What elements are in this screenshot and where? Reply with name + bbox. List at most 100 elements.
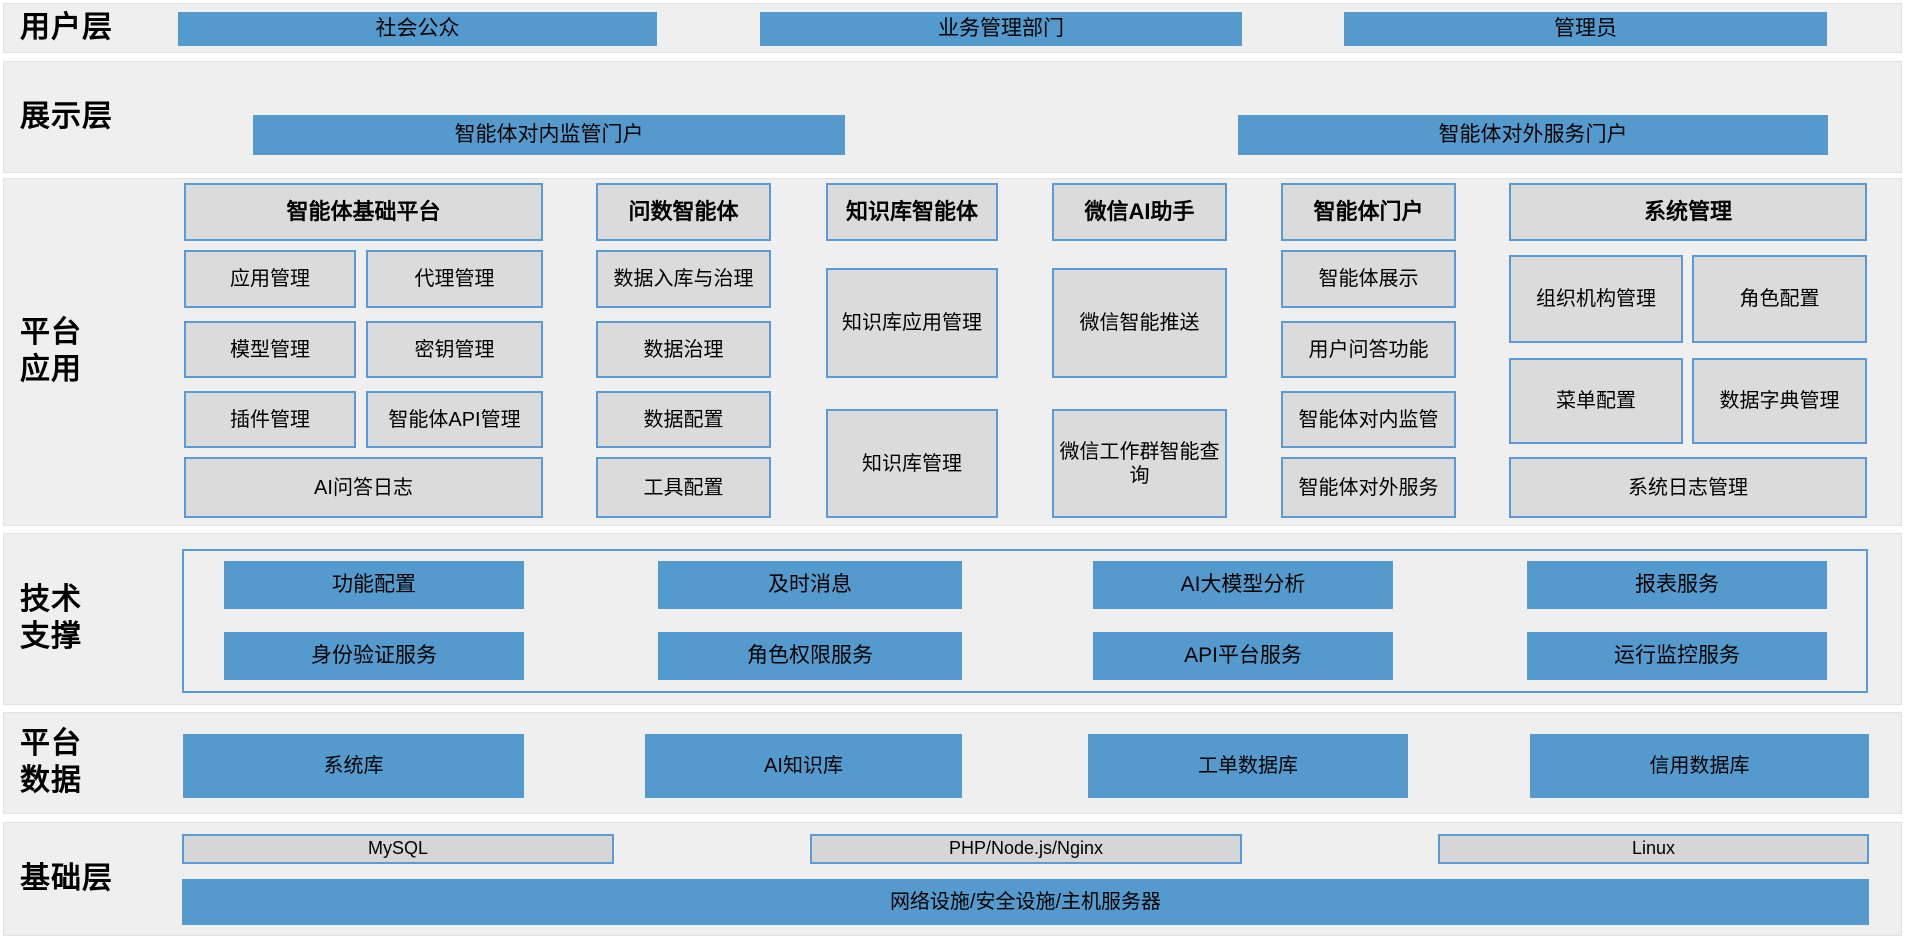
box-api-platform-service: API平台服务 bbox=[1093, 632, 1393, 680]
layer-label-user: 用户层 bbox=[20, 4, 113, 52]
cell-model-mgmt: 模型管理 bbox=[184, 321, 356, 378]
cell-agent-api-mgmt: 智能体API管理 bbox=[366, 391, 543, 448]
header-knowledge-agent: 知识库智能体 bbox=[826, 183, 998, 241]
cell-agent-external-service: 智能体对外服务 bbox=[1281, 457, 1456, 518]
box-function-config-label: 功能配置 bbox=[332, 572, 416, 596]
band-tech-layer: 技术 支撑 功能配置 及时消息 AI大模型分析 报表服务 身份验证服务 角色权限… bbox=[3, 533, 1902, 705]
cell-agent-display: 智能体展示 bbox=[1281, 250, 1456, 308]
cell-system-log-mgmt: 系统日志管理 bbox=[1509, 457, 1867, 518]
cell-tool-config: 工具配置 bbox=[596, 457, 771, 518]
box-identity-verify-service: 身份验证服务 bbox=[224, 632, 524, 680]
box-internal-portal: 智能体对内监管门户 bbox=[253, 115, 845, 155]
box-monitor-service-label: 运行监控服务 bbox=[1614, 643, 1740, 667]
header-agent-portal: 智能体门户 bbox=[1281, 183, 1456, 241]
box-role-permission-service: 角色权限服务 bbox=[658, 632, 962, 680]
cell-kb-mgmt: 知识库管理 bbox=[826, 409, 998, 518]
tech-services-container bbox=[182, 549, 1868, 693]
box-ai-knowledge-db-label: AI知识库 bbox=[764, 754, 843, 777]
cell-data-dict-mgmt: 数据字典管理 bbox=[1692, 358, 1867, 444]
cell-data-config-label: 数据配置 bbox=[643, 408, 724, 431]
box-mysql-label: MySQL bbox=[367, 838, 428, 859]
box-business-dept-label: 业务管理部门 bbox=[938, 16, 1064, 40]
box-public-users-label: 社会公众 bbox=[375, 16, 460, 40]
box-credit-db-label: 信用数据库 bbox=[1649, 754, 1750, 777]
layer-label-data: 平台 数据 bbox=[20, 713, 82, 813]
cell-agent-api-mgmt-label: 智能体API管理 bbox=[388, 408, 521, 431]
box-admin: 管理员 bbox=[1344, 12, 1827, 46]
box-php-node-nginx-label: PHP/Node.js/Nginx bbox=[948, 838, 1104, 859]
cell-menu-config-label: 菜单配置 bbox=[1556, 390, 1636, 412]
cell-plugin-mgmt: 插件管理 bbox=[184, 391, 356, 448]
box-monitor-service: 运行监控服务 bbox=[1527, 632, 1827, 680]
cell-ai-qa-log-label: AI问答日志 bbox=[314, 476, 413, 499]
layer-label-tech-line1: 技术 bbox=[20, 583, 82, 617]
box-php-node-nginx: PHP/Node.js/Nginx bbox=[810, 834, 1242, 864]
cell-data-governance: 数据治理 bbox=[596, 321, 771, 378]
box-report-service: 报表服务 bbox=[1527, 561, 1827, 609]
layer-label-app-line1: 平台 bbox=[20, 316, 82, 350]
cell-app-mgmt: 应用管理 bbox=[184, 250, 356, 308]
cell-user-qa: 用户问答功能 bbox=[1281, 321, 1456, 378]
box-ticket-db: 工单数据库 bbox=[1088, 734, 1408, 798]
box-external-portal-label: 智能体对外服务门户 bbox=[1438, 122, 1628, 146]
box-function-config: 功能配置 bbox=[224, 561, 524, 609]
box-credit-db: 信用数据库 bbox=[1530, 734, 1869, 798]
cell-role-config-label: 角色配置 bbox=[1739, 288, 1820, 310]
layer-label-display: 展示层 bbox=[20, 62, 113, 172]
cell-data-ingest-governance: 数据入库与治理 bbox=[596, 250, 771, 308]
layer-label-infra: 基础层 bbox=[20, 823, 113, 935]
box-internal-portal-label: 智能体对内监管门户 bbox=[454, 122, 644, 146]
box-ai-llm-analysis: AI大模型分析 bbox=[1093, 561, 1393, 609]
cell-wechat-group-query-label: 微信工作群智能查询 bbox=[1059, 440, 1220, 487]
box-external-portal: 智能体对外服务门户 bbox=[1238, 115, 1828, 155]
box-identity-verify-service-label: 身份验证服务 bbox=[311, 643, 437, 667]
cell-kb-app-mgmt: 知识库应用管理 bbox=[826, 268, 998, 378]
box-linux-label: Linux bbox=[1631, 838, 1676, 859]
cell-org-mgmt: 组织机构管理 bbox=[1509, 255, 1683, 343]
cell-system-log-mgmt-label: 系统日志管理 bbox=[1628, 476, 1748, 499]
band-data-layer: 平台 数据 系统库 AI知识库 工单数据库 信用数据库 bbox=[3, 712, 1902, 814]
box-instant-message: 及时消息 bbox=[658, 561, 962, 609]
box-system-db: 系统库 bbox=[183, 734, 524, 798]
cell-plugin-mgmt-label: 插件管理 bbox=[230, 408, 310, 431]
box-admin-label: 管理员 bbox=[1554, 16, 1617, 40]
layer-label-tech: 技术 支撑 bbox=[20, 534, 82, 704]
box-report-service-label: 报表服务 bbox=[1635, 572, 1719, 596]
band-infra-layer: 基础层 MySQL PHP/Node.js/Nginx Linux 网络设施/安… bbox=[3, 822, 1902, 936]
box-ai-knowledge-db: AI知识库 bbox=[645, 734, 962, 798]
layer-label-data-line2: 数据 bbox=[20, 764, 82, 797]
box-ai-llm-analysis-label: AI大模型分析 bbox=[1180, 572, 1306, 596]
layer-label-infra-text: 基础层 bbox=[20, 861, 113, 895]
band-user-layer: 用户层 社会公众 业务管理部门 管理员 bbox=[3, 3, 1902, 53]
layer-label-app: 平台 应用 bbox=[20, 179, 82, 525]
header-wechat-ai-assistant: 微信AI助手 bbox=[1052, 183, 1227, 241]
band-display-layer: 展示层 智能体对内监管门户 智能体对外服务门户 bbox=[3, 61, 1902, 173]
header-system-mgmt: 系统管理 bbox=[1509, 183, 1867, 241]
layer-label-data-line1: 平台 bbox=[20, 727, 82, 761]
box-business-dept: 业务管理部门 bbox=[760, 12, 1242, 46]
cell-wechat-push: 微信智能推送 bbox=[1052, 268, 1227, 378]
cell-key-mgmt-label: 密钥管理 bbox=[414, 338, 495, 361]
header-agent-base-platform-label: 智能体基础平台 bbox=[286, 198, 441, 224]
cell-proxy-mgmt: 代理管理 bbox=[366, 250, 543, 308]
cell-key-mgmt: 密钥管理 bbox=[366, 321, 543, 378]
box-system-db-label: 系统库 bbox=[323, 754, 384, 777]
header-data-query-agent: 问数智能体 bbox=[596, 183, 771, 241]
header-system-mgmt-label: 系统管理 bbox=[1643, 198, 1732, 224]
cell-ai-qa-log: AI问答日志 bbox=[184, 457, 543, 518]
layer-label-app-line2: 应用 bbox=[20, 353, 82, 386]
layer-label-display-text: 展示层 bbox=[20, 99, 113, 133]
cell-agent-display-label: 智能体展示 bbox=[1318, 268, 1419, 290]
layer-label-tech-line2: 支撑 bbox=[20, 620, 82, 653]
cell-agent-internal-supervision-label: 智能体对内监管 bbox=[1298, 408, 1439, 431]
box-ticket-db-label: 工单数据库 bbox=[1198, 754, 1298, 777]
cell-data-governance-label: 数据治理 bbox=[643, 338, 724, 361]
header-agent-portal-label: 智能体门户 bbox=[1313, 198, 1424, 224]
cell-role-config: 角色配置 bbox=[1692, 255, 1867, 343]
layer-label-user-text: 用户层 bbox=[20, 10, 113, 44]
cell-agent-external-service-label: 智能体对外服务 bbox=[1298, 476, 1439, 499]
cell-org-mgmt-label: 组织机构管理 bbox=[1536, 288, 1656, 310]
header-wechat-ai-assistant-label: 微信AI助手 bbox=[1084, 198, 1195, 224]
header-data-query-agent-label: 问数智能体 bbox=[628, 198, 739, 224]
